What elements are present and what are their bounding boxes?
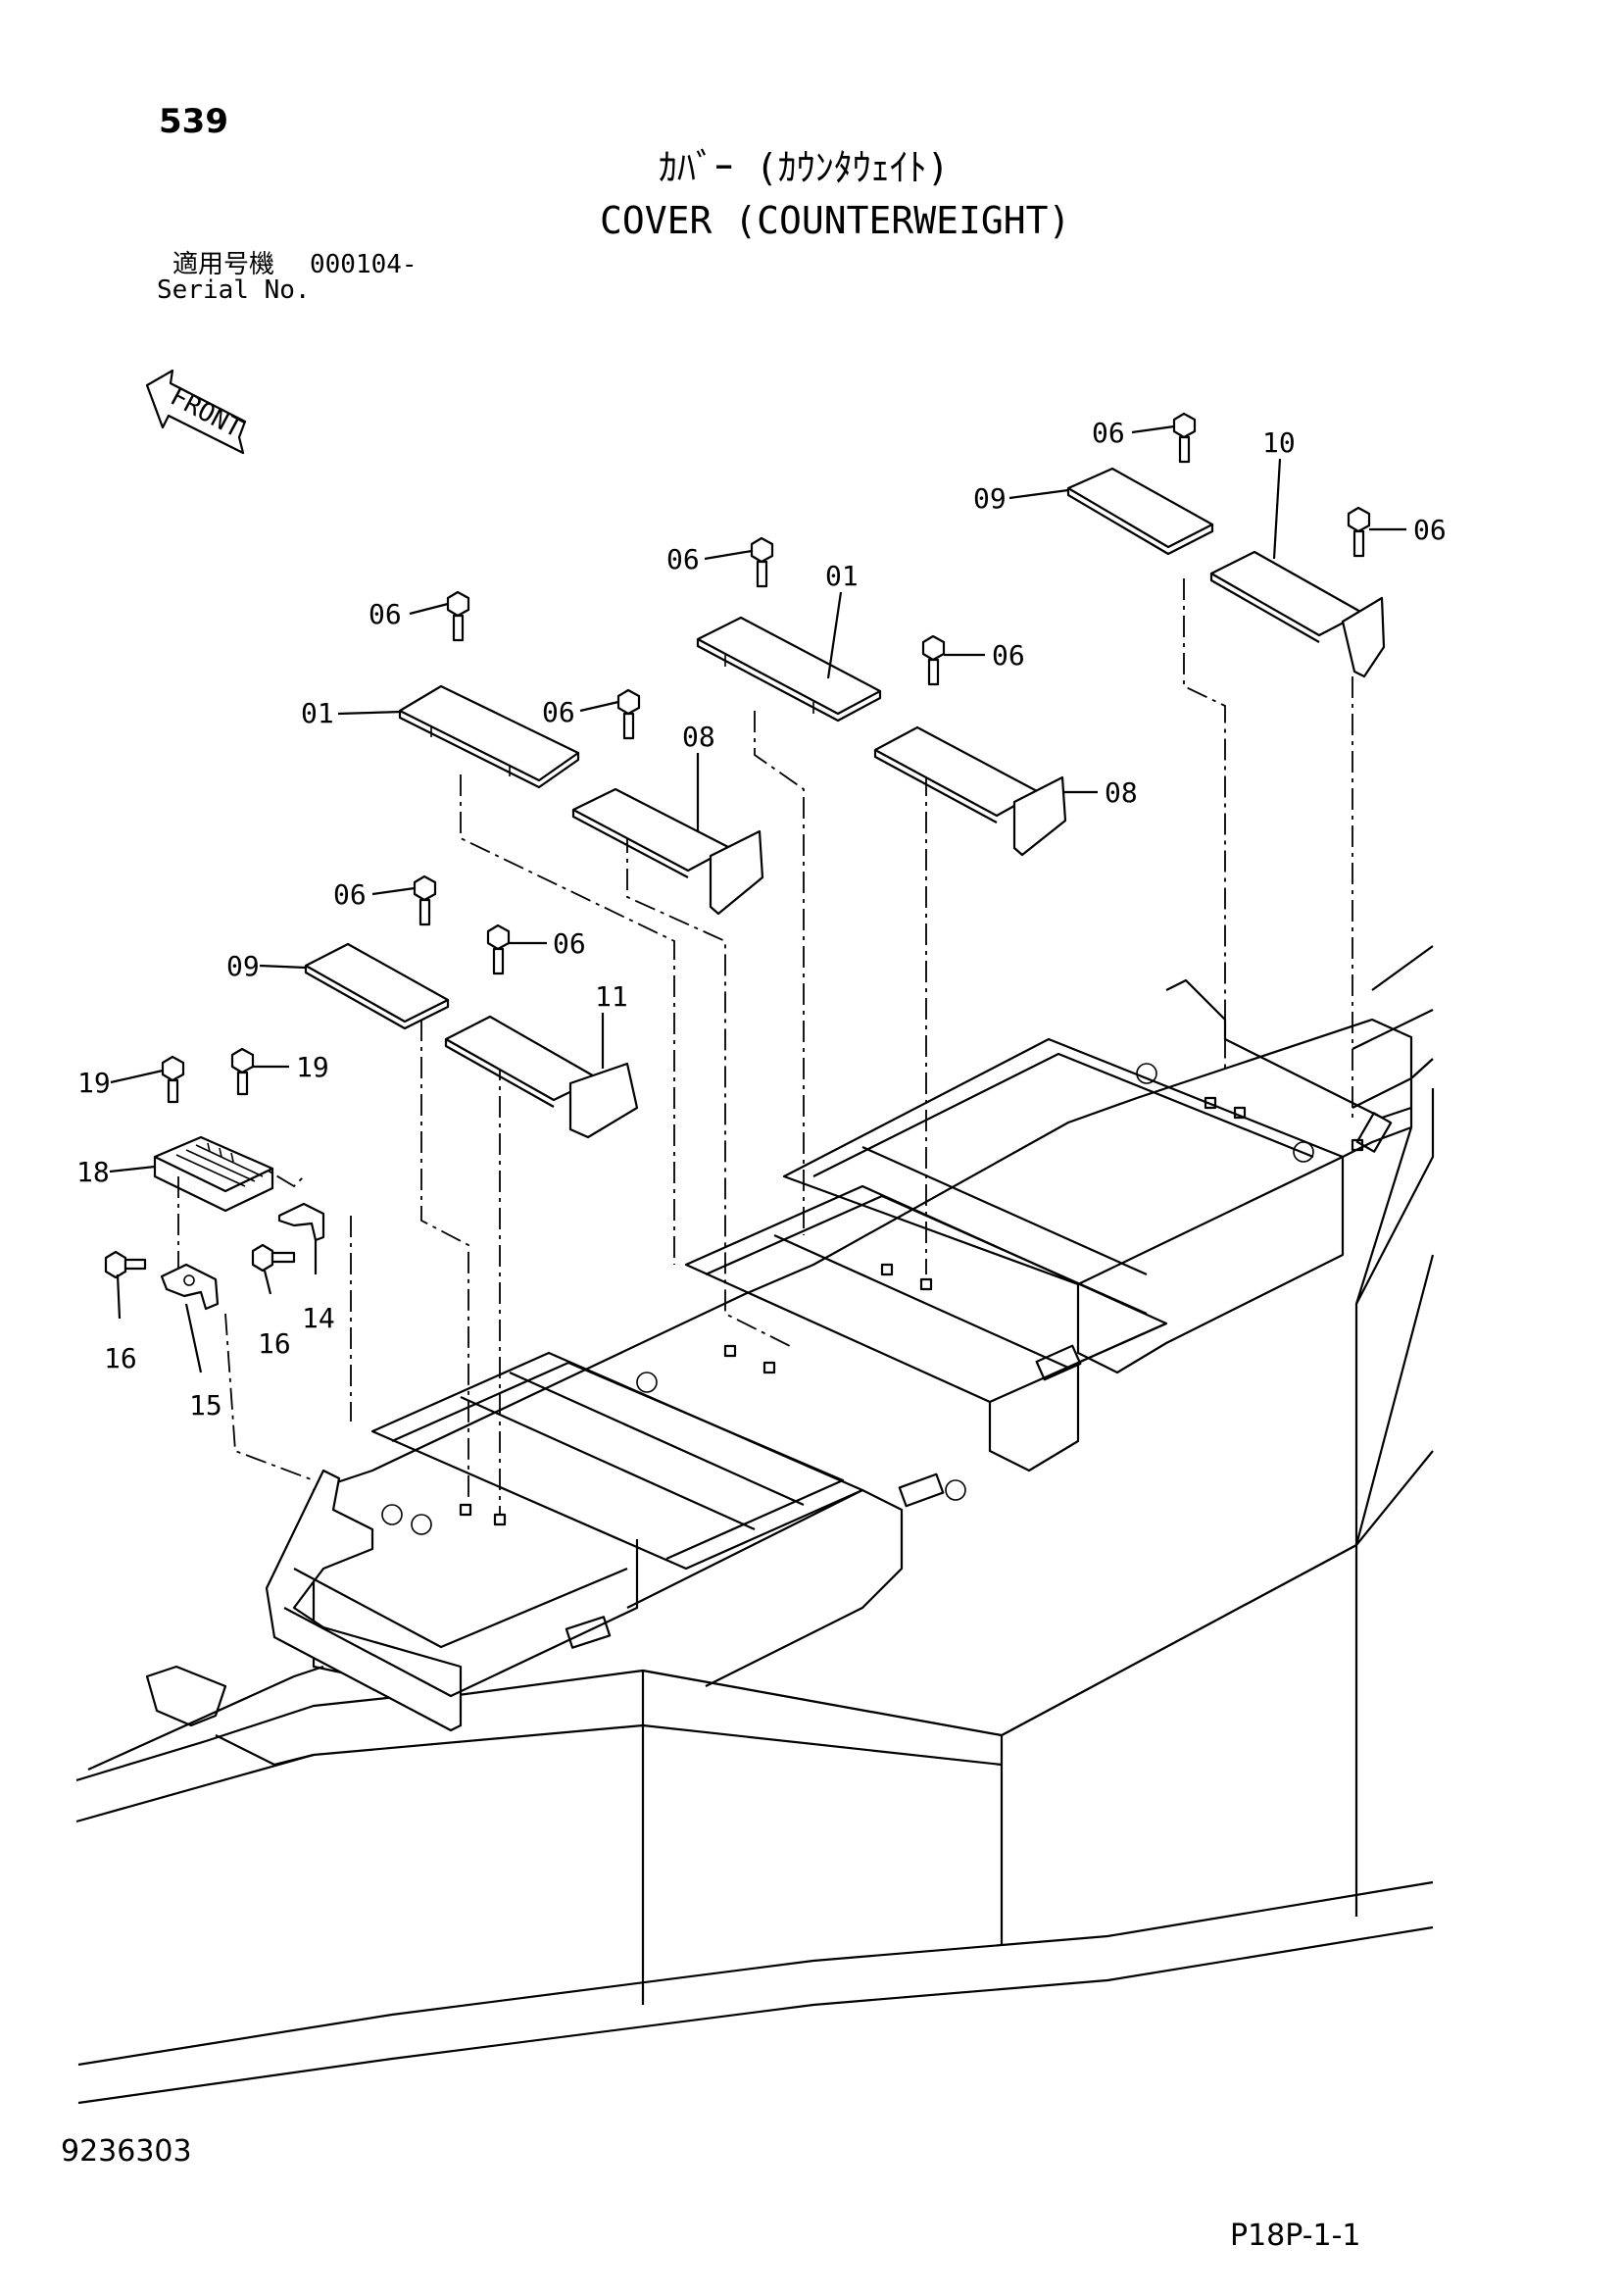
callout-06-b: 06 xyxy=(542,696,575,728)
front-arrow-icon: FRONT xyxy=(145,369,247,455)
cover-plate-09-left xyxy=(304,942,450,1030)
callout-16-b: 16 xyxy=(258,1327,291,1360)
callout-06-a: 06 xyxy=(369,598,402,630)
callout-10: 10 xyxy=(1262,426,1296,459)
callout-09-b: 09 xyxy=(226,950,260,982)
bolt-06-h xyxy=(486,923,511,975)
bolt-06-d xyxy=(921,634,946,686)
bracket-14 xyxy=(277,1202,325,1242)
callout-14: 14 xyxy=(302,1302,335,1334)
bolt-06-f xyxy=(1347,506,1371,558)
cover-plate-01-center xyxy=(696,616,882,723)
callout-18: 18 xyxy=(76,1156,110,1188)
callout-06-d: 06 xyxy=(992,639,1025,672)
callout-08-b: 08 xyxy=(1105,776,1138,809)
callout-06-e: 06 xyxy=(1092,417,1125,449)
serial-number-value: 000104- xyxy=(310,250,418,279)
bolt-19-a xyxy=(161,1055,185,1104)
cover-plate-10 xyxy=(1209,550,1386,678)
callout-19-a: 19 xyxy=(77,1067,111,1099)
page-code: P18P-1-1 xyxy=(1230,2219,1361,2253)
bolt-16-a xyxy=(104,1250,147,1279)
bolt-16-b xyxy=(251,1243,296,1273)
page-number: 539 xyxy=(159,102,228,141)
bolt-06-g xyxy=(413,874,437,926)
cover-plate-11 xyxy=(444,1015,639,1139)
title-japanese: ｶﾊﾞｰ (ｶｳﾝﾀｳｪｲﾄ) xyxy=(659,146,950,189)
callout-06-h: 06 xyxy=(553,927,586,960)
cover-plate-09-right xyxy=(1066,467,1214,556)
bracket-15 xyxy=(160,1263,220,1311)
cover-plate-08-right xyxy=(873,725,1067,857)
title-english: COVER (COUNTERWEIGHT) xyxy=(600,199,1070,242)
bolt-06-b xyxy=(616,688,641,740)
bolt-19-b xyxy=(230,1047,255,1096)
cover-plate-08-left xyxy=(571,787,764,916)
cover-plate-01-left xyxy=(398,684,580,789)
callout-19-b: 19 xyxy=(296,1051,329,1083)
callout-11: 11 xyxy=(595,980,628,1013)
callout-pointers xyxy=(109,424,1406,1373)
serial-label-english: Serial No. xyxy=(157,275,311,305)
callout-09-a: 09 xyxy=(973,482,1007,515)
assembly-leaders xyxy=(177,578,1353,1515)
callout-01-a: 01 xyxy=(301,697,334,729)
callout-06-f: 06 xyxy=(1413,514,1447,546)
callout-06-g: 06 xyxy=(333,878,367,911)
bolt-06-e xyxy=(1172,412,1197,464)
bolt-06-c xyxy=(750,536,774,588)
callout-08-a: 08 xyxy=(682,721,715,753)
callout-16-a: 16 xyxy=(104,1342,137,1374)
callout-06-c: 06 xyxy=(666,543,700,575)
serial-label-japanese: 適用号機 xyxy=(172,250,274,279)
counterweight-body xyxy=(75,945,1435,2105)
bolt-06-a xyxy=(446,590,470,642)
grille-18 xyxy=(153,1135,274,1213)
document-number: 9236303 xyxy=(61,2134,192,2169)
callout-15: 15 xyxy=(189,1389,222,1422)
callout-01-b: 01 xyxy=(825,560,859,592)
